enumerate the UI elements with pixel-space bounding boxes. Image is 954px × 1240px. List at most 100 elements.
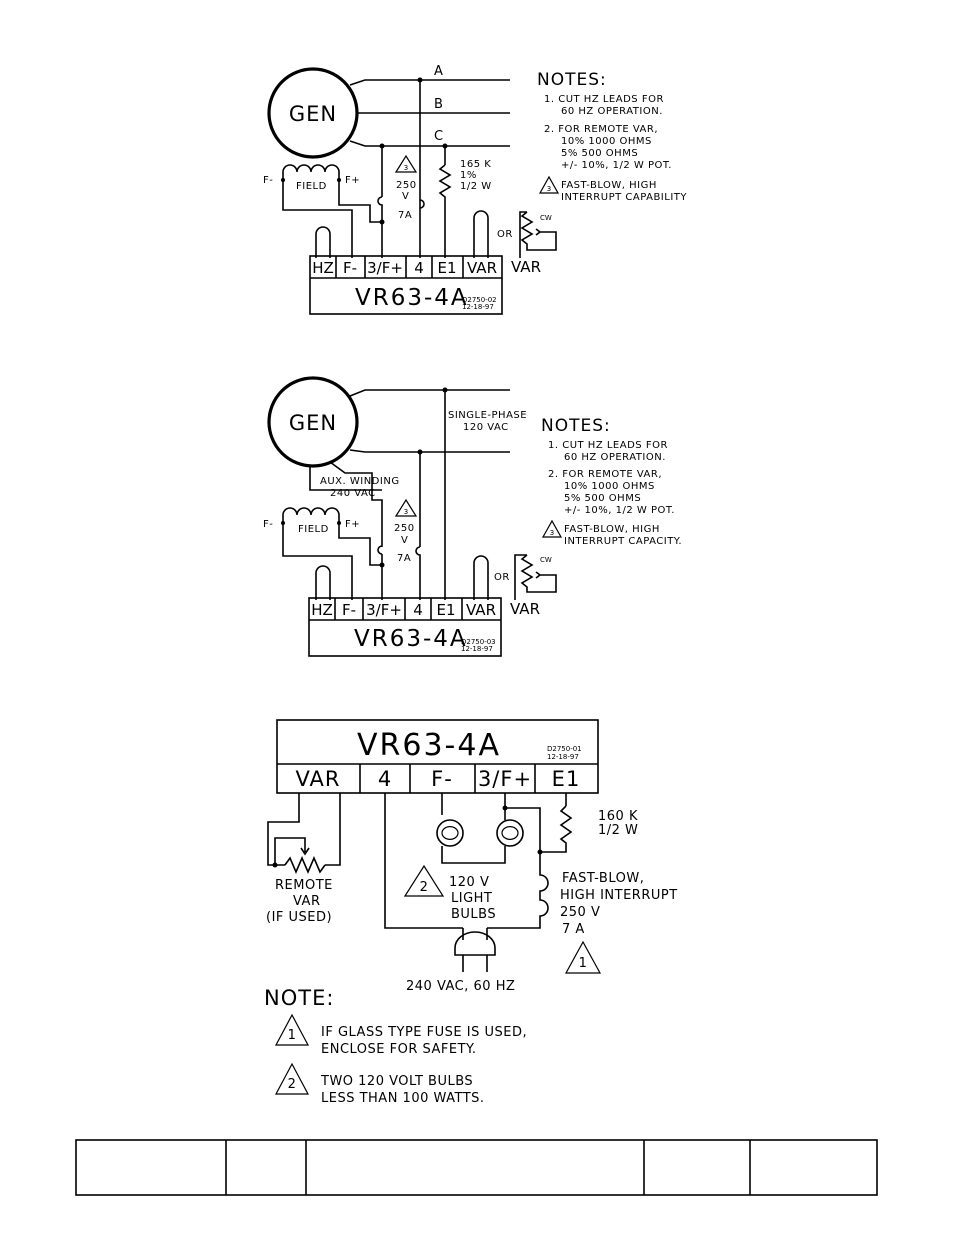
cw-label: CW <box>540 214 552 222</box>
remote-pot <box>514 554 557 600</box>
notes-title: NOTES: <box>541 416 611 436</box>
note-1-line-1: IF GLASS TYPE FUSE IS USED, <box>321 1025 527 1040</box>
f-plus-label: F+ <box>345 175 360 186</box>
drawing-date: 12-18-97 <box>462 303 494 311</box>
triangle-1-number: 1 <box>579 956 588 971</box>
warning-triangle-3 <box>394 154 418 173</box>
field-coil <box>282 507 340 523</box>
note-line-1: 1. CUT HZ LEADS FOR <box>544 94 664 105</box>
remote-var-line-2: VAR <box>293 894 321 909</box>
note-line-6: +/- 10%, 1/2 W POT. <box>564 505 675 516</box>
warning-triangle-2 <box>403 864 445 897</box>
model-label: VR63-4A <box>355 285 469 311</box>
field-label: FIELD <box>296 181 327 192</box>
terminal-e1: E1 <box>436 601 455 619</box>
model-label: VR63-4A <box>357 728 501 763</box>
hz-jumper <box>315 226 331 258</box>
note-line-1: 1. CUT HZ LEADS FOR <box>548 440 668 451</box>
terminal-4: 4 <box>378 767 392 791</box>
phase-a-label: A <box>434 64 443 79</box>
fuse-volt-unit: V <box>402 191 409 202</box>
f-minus-label: F- <box>263 519 273 530</box>
remote-var-line-3: (IF USED) <box>266 910 332 925</box>
fuse-amp: 7A <box>397 553 411 564</box>
note-line-3: 2. FOR REMOTE VAR, <box>548 469 662 480</box>
resistor-wattage: 1/2 W <box>598 823 638 838</box>
drawing-number: D2750-01 <box>547 745 582 753</box>
var-jumper <box>473 555 489 600</box>
fuse-line-2: HIGH INTERRUPT <box>560 888 678 903</box>
generator-label: GEN <box>289 102 337 126</box>
fuse-7a <box>419 199 425 209</box>
field-label: FIELD <box>298 524 329 535</box>
bulbs-line-1: 120 V <box>449 875 489 890</box>
terminal-var: VAR <box>466 601 496 619</box>
note-line-7: FAST-BLOW, HIGH <box>561 180 657 191</box>
fuse-voltage: 250 <box>396 180 417 191</box>
note-triangle-3-number: 3 <box>550 529 554 537</box>
terminal-var: VAR <box>296 767 341 791</box>
or-label: OR <box>494 572 510 583</box>
resistor-value: 160 K <box>598 809 638 824</box>
var-jumper <box>473 210 489 258</box>
diagram-2-single-phase: GEN SINGLE-PHASE 120 VAC AUX. WINDING 24… <box>263 376 682 657</box>
warning-triangle-1 <box>564 940 602 974</box>
note-line-5: 5% 500 OHMS <box>564 493 641 504</box>
f-plus-label: F+ <box>345 519 360 530</box>
note-triangle-2-number: 2 <box>288 1077 297 1092</box>
terminal-hz: HZ <box>312 259 334 277</box>
aux-winding-label: AUX. WINDING <box>320 476 400 487</box>
single-phase-voltage: 120 VAC <box>463 422 509 433</box>
plug-symbol <box>454 931 496 956</box>
note-line-3: 2. FOR REMOTE VAR, <box>544 124 658 135</box>
note-line-6: +/- 10%, 1/2 W POT. <box>561 160 672 171</box>
model-label: VR63-4A <box>354 626 468 652</box>
terminal-var: VAR <box>467 259 497 277</box>
field-coil <box>282 164 340 180</box>
drawing-number: D2750-02 <box>462 296 497 304</box>
phase-c-label: C <box>434 129 444 144</box>
note-triangle-3 <box>538 175 560 194</box>
light-bulb-left <box>436 819 464 847</box>
note-1-line-2: ENCLOSE FOR SAFETY. <box>321 1042 476 1057</box>
fuse-volt-unit: V <box>401 535 408 546</box>
terminal-4: 4 <box>414 259 424 277</box>
diagram-3-bench-test: VR63-4A D2750-01 12-18-97 VAR 4 F- 3/F+ … <box>264 719 678 1106</box>
remote-var-line-1: REMOTE <box>275 878 333 893</box>
hz-jumper <box>315 565 331 600</box>
note-line-7: FAST-BLOW, HIGH <box>564 524 660 535</box>
terminal-f-minus: F- <box>342 601 356 619</box>
terminal-f-minus: F- <box>431 767 453 791</box>
aux-winding-voltage: 240 VAC <box>330 488 376 499</box>
note-line-4: 10% 1000 OHMS <box>561 136 652 147</box>
bulbs-line-3: BULBS <box>451 907 496 922</box>
note-line-2: 60 HZ OPERATION. <box>561 106 663 117</box>
var-label: VAR <box>510 600 540 618</box>
note-triangle-3-number: 3 <box>547 185 551 193</box>
note-triangle-2 <box>275 1062 309 1095</box>
fuse <box>487 852 549 929</box>
bulbs-line-2: LIGHT <box>451 891 492 906</box>
resistor-tolerance: 1% <box>460 170 477 181</box>
phase-b-label: B <box>434 97 443 112</box>
plug-label: 240 VAC, 60 HZ <box>406 979 515 994</box>
triangle-3-number: 3 <box>404 164 408 172</box>
drawing-date: 12-18-97 <box>547 753 579 761</box>
resistor-wattage: 1/2 W <box>460 181 492 192</box>
or-label: OR <box>497 229 513 240</box>
footer-table <box>75 1139 878 1196</box>
terminal-3-f-plus: 3/F+ <box>367 259 403 277</box>
generator-label: GEN <box>289 411 337 435</box>
terminal-3-f-plus: 3/F+ <box>478 767 532 791</box>
terminal-hz: HZ <box>311 601 333 619</box>
triangle-3-number: 3 <box>404 508 408 516</box>
single-phase-label: SINGLE-PHASE <box>448 410 527 421</box>
fuse-amp: 7A <box>398 210 412 221</box>
phase-c-line <box>349 140 510 147</box>
drawing-number: D2750-03 <box>461 638 496 646</box>
generator-symbol <box>267 376 359 468</box>
note-line-5: 5% 500 OHMS <box>561 148 638 159</box>
diagram-1-three-phase: GEN A B C FIELD F- F+ 3 250 V 7A <box>263 64 687 315</box>
fuse-line-1: FAST-BLOW, <box>562 871 644 886</box>
light-bulb-right <box>496 819 524 847</box>
